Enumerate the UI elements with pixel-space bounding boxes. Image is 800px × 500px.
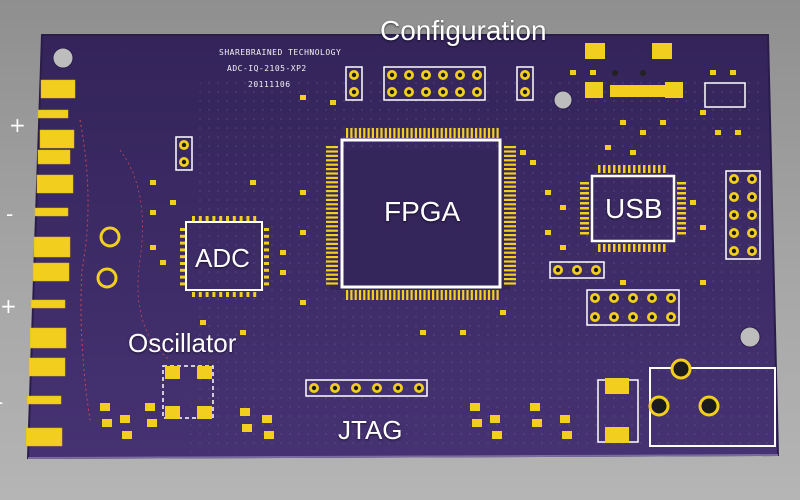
mounting-hole xyxy=(553,90,573,110)
usb-connector xyxy=(585,43,683,98)
label-oscillator: Oscillator xyxy=(128,328,237,358)
lower-header xyxy=(586,289,680,326)
label-fpga: FPGA xyxy=(384,196,461,227)
adc-chip xyxy=(185,221,263,291)
label-jtag: JTAG xyxy=(338,415,403,445)
silkscreen-date: 20111106 xyxy=(248,80,291,89)
bulk-capacitor xyxy=(597,378,639,443)
label-usb: USB xyxy=(605,193,663,224)
polarity-mark: - xyxy=(0,392,3,412)
small-header xyxy=(175,66,534,171)
fpga-pins xyxy=(326,128,516,300)
regulator-ic xyxy=(704,82,746,108)
edge-connector-pads xyxy=(25,79,76,447)
power-jack xyxy=(648,358,776,447)
oscillator-component xyxy=(162,365,214,419)
adc-pins xyxy=(180,216,269,297)
polarity-mark: + xyxy=(0,294,17,318)
sma-connector xyxy=(96,226,121,289)
three-pin-header xyxy=(549,261,605,279)
bottom-passives xyxy=(100,403,572,439)
smd-pads xyxy=(150,70,741,335)
polarity-mark: - xyxy=(6,202,14,226)
usb-chip xyxy=(590,174,676,243)
jtag-header xyxy=(305,379,428,397)
silkscreen-company: SHAREBRAINED TECHNOLOGY xyxy=(219,48,342,57)
polarity-mark: + xyxy=(9,113,26,137)
configuration-header xyxy=(383,66,486,101)
usb-pins xyxy=(580,165,686,252)
right-header xyxy=(725,170,761,260)
label-configuration: Configuration xyxy=(380,15,547,46)
silkscreen-model: ADC-IQ-2105-XP2 xyxy=(227,64,307,73)
label-adc: ADC xyxy=(195,243,250,273)
mounting-hole xyxy=(52,47,74,69)
mounting-hole xyxy=(739,326,761,348)
fpga-chip xyxy=(330,138,510,290)
